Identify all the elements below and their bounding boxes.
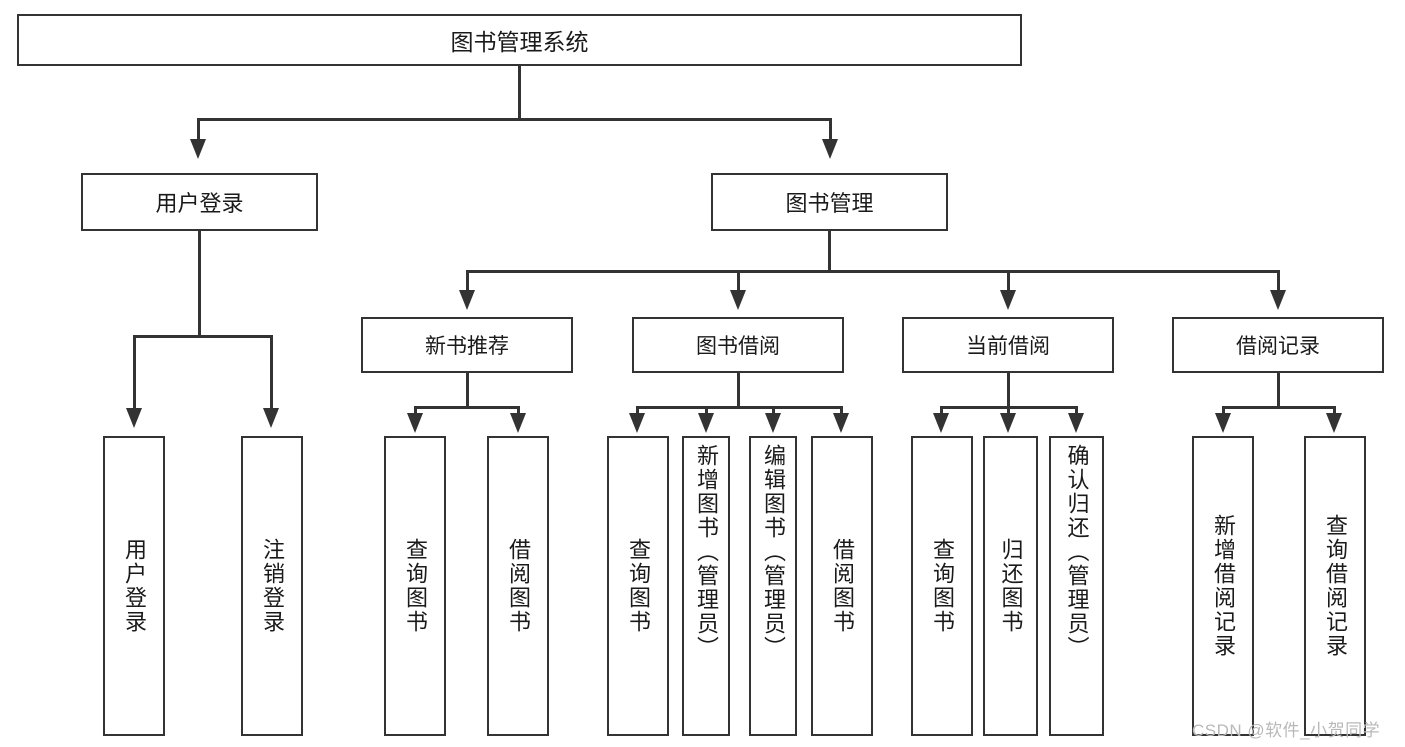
connector-to-current-borrow — [1007, 270, 1010, 292]
watermark-text: CSDN @软件_小贺同学 — [1192, 721, 1381, 740]
arrowhead-bb-query-book — [629, 413, 645, 433]
node-new-book-recommend[interactable]: 新书推荐 — [361, 317, 573, 373]
arrowhead-borrow-record — [1270, 290, 1286, 310]
leaf-bb-add-book[interactable]: 新增图书（管理员） — [682, 436, 730, 736]
node-label: 编辑图书（管理员） — [761, 444, 786, 660]
node-label: 查询借阅记录 — [1323, 514, 1348, 658]
node-label: 查询图书 — [930, 538, 955, 634]
node-label: 借阅记录 — [1236, 335, 1320, 358]
arrowhead-nb-query-book — [407, 413, 423, 433]
arrowhead-user-login — [190, 139, 206, 159]
connector-root-to-book-manage — [829, 118, 832, 143]
leaf-cb-confirm-return[interactable]: 确认归还（管理员） — [1049, 436, 1104, 736]
connector-new-book-stem — [466, 373, 469, 409]
node-label: 确认归还（管理员） — [1064, 444, 1090, 660]
leaf-logout[interactable]: 注销登录 — [241, 436, 303, 736]
connector-new-book-bar — [414, 406, 520, 409]
node-label: 查询图书 — [626, 538, 651, 634]
node-book-borrow[interactable]: 图书借阅 — [632, 317, 844, 373]
arrowhead-leaf-logout — [263, 408, 279, 428]
connector-new-book-left — [414, 406, 417, 418]
node-label: 借阅图书 — [830, 538, 855, 634]
connector-to-new-book — [466, 270, 469, 292]
leaf-bb-query-book[interactable]: 查询图书 — [607, 436, 669, 736]
arrowhead-cb-query-book — [933, 413, 949, 433]
leaf-nb-query-book[interactable]: 查询图书 — [384, 436, 446, 736]
node-root-system[interactable]: 图书管理系统 — [17, 14, 1022, 66]
leaf-bb-edit-book[interactable]: 编辑图书（管理员） — [749, 436, 797, 736]
connector-bb-3 — [772, 406, 775, 418]
node-label: 借阅图书 — [506, 538, 531, 634]
leaf-br-query-record[interactable]: 查询借阅记录 — [1304, 436, 1366, 736]
connector-bb-1 — [636, 406, 639, 418]
node-label: 图书管理 — [785, 191, 874, 216]
connector-br-2 — [1333, 406, 1336, 418]
arrowhead-nb-borrow-book — [510, 413, 526, 433]
connector-cb-2 — [1007, 406, 1010, 418]
leaf-nb-borrow-book[interactable]: 借阅图书 — [487, 436, 549, 736]
connector-borrow-record-bar — [1222, 406, 1336, 409]
leaf-cb-return-book[interactable]: 归还图书 — [983, 436, 1038, 736]
node-borrow-record[interactable]: 借阅记录 — [1172, 317, 1384, 373]
arrowhead-br-query-record — [1326, 413, 1342, 433]
node-label: 图书借阅 — [696, 335, 780, 358]
connector-borrow-record-stem — [1277, 373, 1280, 409]
connector-book-borrow-stem — [737, 373, 740, 409]
arrowhead-bb-add-book — [698, 413, 714, 433]
connector-user-login-right — [270, 335, 273, 411]
connector-book-manage-bar — [466, 270, 1280, 273]
arrowhead-bb-edit-book — [765, 413, 781, 433]
connector-new-book-right — [517, 406, 520, 418]
leaf-cb-query-book[interactable]: 查询图书 — [911, 436, 973, 736]
node-label: 查询图书 — [403, 538, 428, 634]
connector-to-book-borrow — [737, 270, 740, 292]
leaf-bb-borrow-book[interactable]: 借阅图书 — [811, 436, 873, 736]
node-label: 用户登录 — [122, 538, 147, 634]
arrowhead-cb-return-book — [1000, 413, 1016, 433]
node-label: 新增借阅记录 — [1211, 514, 1236, 658]
connector-book-manage-stem — [828, 231, 831, 272]
connector-root-to-user-login — [197, 118, 200, 143]
leaf-br-add-record[interactable]: 新增借阅记录 — [1192, 436, 1254, 736]
arrowhead-br-add-record — [1215, 413, 1231, 433]
csdn-watermark: CSDN @软件_小贺同学 — [1192, 716, 1380, 741]
node-label: 新增图书（管理员） — [694, 444, 719, 660]
node-label: 注销登录 — [260, 538, 285, 634]
arrowhead-bb-borrow-book — [833, 413, 849, 433]
connector-to-borrow-record — [1277, 270, 1280, 292]
connector-user-login-stem — [198, 231, 201, 337]
arrowhead-leaf-user-login — [126, 408, 142, 428]
node-user-login[interactable]: 用户登录 — [81, 173, 318, 231]
connector-user-login-left — [133, 335, 136, 411]
node-label: 归还图书 — [998, 538, 1024, 634]
arrowhead-cb-confirm-return — [1068, 413, 1084, 433]
connector-user-login-bar — [133, 335, 273, 338]
connector-current-borrow-stem — [1007, 373, 1010, 409]
connector-br-1 — [1222, 406, 1225, 418]
node-label: 用户登录 — [155, 191, 244, 216]
connector-bb-2 — [705, 406, 708, 418]
node-current-borrow[interactable]: 当前借阅 — [902, 317, 1114, 373]
arrowhead-book-borrow — [730, 290, 746, 310]
connector-root-stem — [518, 66, 521, 120]
connector-root-bar — [197, 118, 832, 121]
leaf-user-login[interactable]: 用户登录 — [103, 436, 165, 736]
node-book-management[interactable]: 图书管理 — [711, 173, 948, 231]
arrowhead-new-book — [459, 290, 475, 310]
arrowhead-current-borrow — [1000, 290, 1016, 310]
node-label: 当前借阅 — [966, 335, 1050, 358]
connector-book-borrow-bar — [636, 406, 843, 409]
node-label: 图书管理系统 — [450, 29, 589, 55]
connector-cb-1 — [940, 406, 943, 418]
connector-bb-4 — [840, 406, 843, 418]
connector-cb-3 — [1075, 406, 1078, 418]
arrowhead-book-manage — [822, 139, 838, 159]
node-label: 新书推荐 — [425, 335, 509, 358]
